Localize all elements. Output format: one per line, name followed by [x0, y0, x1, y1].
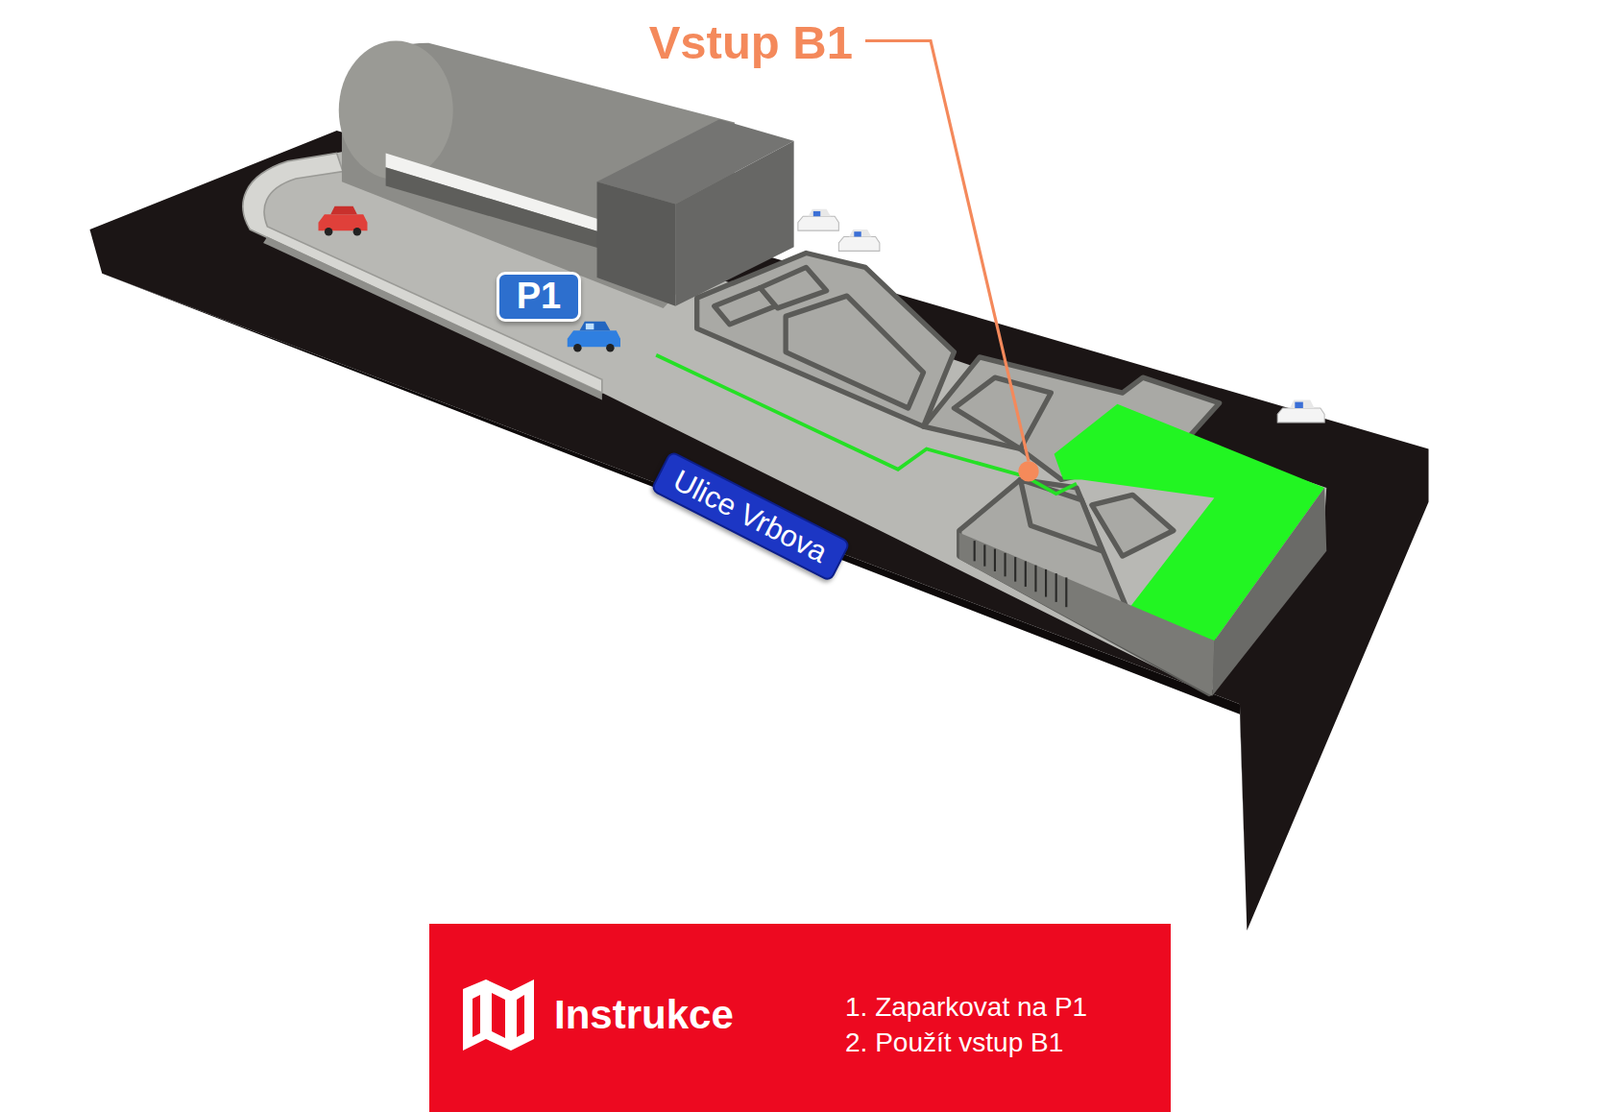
car-white	[838, 229, 880, 251]
route-line	[655, 355, 1077, 495]
node-title: Ulice Vrbova	[667, 461, 833, 570]
leader-line	[865, 41, 1029, 462]
node-text: 1. Zaparkovat na P1	[845, 991, 1088, 1024]
base-slab	[90, 130, 1430, 931]
parking-sign: P1	[496, 271, 582, 322]
front-wall	[959, 533, 1215, 697]
instruction-box: Instrukce 1. Zaparkovat na P12. Použít vs…	[429, 923, 1171, 1112]
node-title: P1	[516, 274, 561, 319]
car-white	[798, 209, 840, 231]
car-white	[1277, 400, 1325, 423]
entrance-label: Vstup B1	[649, 17, 853, 70]
wall-side	[1212, 487, 1327, 697]
front-slits	[974, 540, 1067, 607]
node-text: 2. Použít vstup B1	[845, 1026, 1064, 1060]
map-icon	[462, 979, 534, 1051]
tower-side	[597, 181, 677, 307]
car-blue	[567, 321, 621, 353]
street-sign: Ulice Vrbova	[649, 449, 850, 582]
car-red	[318, 206, 368, 237]
entrance-dot	[1018, 460, 1039, 482]
hall-shadow	[386, 167, 624, 255]
node-title: Instrukce	[554, 991, 734, 1040]
